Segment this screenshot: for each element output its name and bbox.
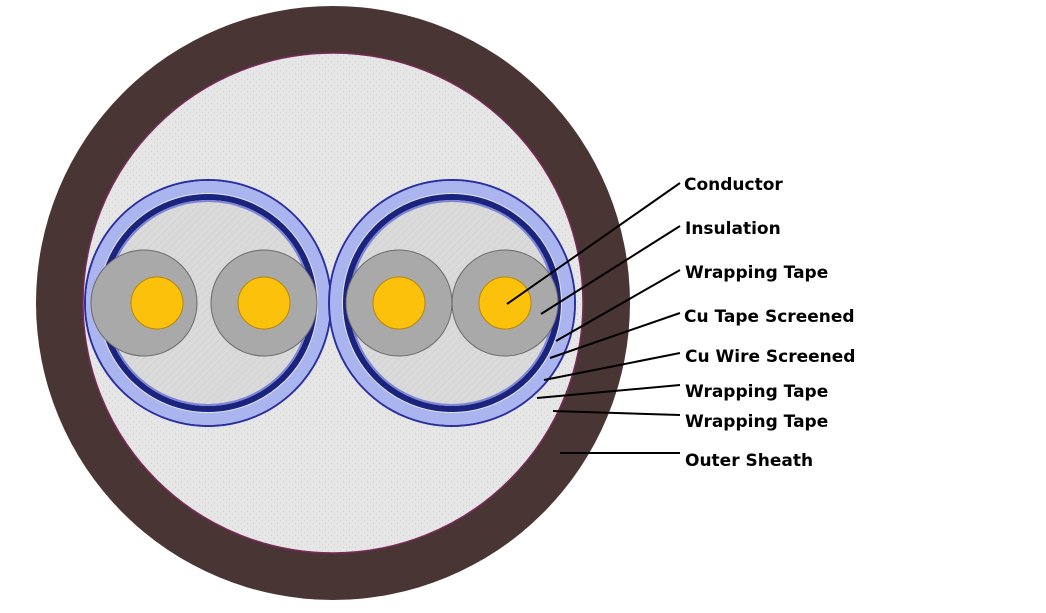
wrapping-tape-outer-right bbox=[328, 179, 576, 427]
conductor-left-a bbox=[130, 276, 184, 330]
label-outer-sheath: Outer Sheath bbox=[685, 451, 813, 471]
conductor-left-b bbox=[237, 276, 291, 330]
leader-insulation bbox=[540, 225, 681, 315]
label-wrapping-tape-1: Wrapping Tape bbox=[685, 263, 828, 283]
leader-wrapping-tape-3 bbox=[552, 410, 681, 416]
label-wrapping-tape-3: Wrapping Tape bbox=[685, 412, 828, 432]
screened-pair-right bbox=[328, 179, 576, 427]
cu-wire-screen-right bbox=[330, 181, 574, 425]
label-cu-tape-screened: Cu Tape Screened bbox=[684, 307, 855, 327]
label-wrapping-tape-2: Wrapping Tape bbox=[685, 382, 828, 402]
label-cu-wire-screened: Cu Wire Screened bbox=[685, 347, 855, 367]
screened-pair-left bbox=[84, 179, 332, 427]
leader-cu-wire-screened bbox=[543, 352, 681, 381]
conductor-right-a bbox=[372, 276, 426, 330]
conductor-right-b bbox=[478, 276, 532, 330]
label-conductor: Conductor bbox=[684, 175, 783, 195]
leader-wrapping-tape-2 bbox=[536, 384, 681, 399]
callout-labels: Conductor Insulation Wrapping Tape Cu Ta… bbox=[684, 175, 855, 471]
leader-cu-tape-screened bbox=[549, 312, 681, 359]
leader-lines bbox=[506, 182, 681, 454]
leader-conductor bbox=[506, 182, 681, 305]
label-insulation: Insulation bbox=[685, 219, 781, 239]
leader-wrapping-tape-1 bbox=[555, 269, 681, 342]
